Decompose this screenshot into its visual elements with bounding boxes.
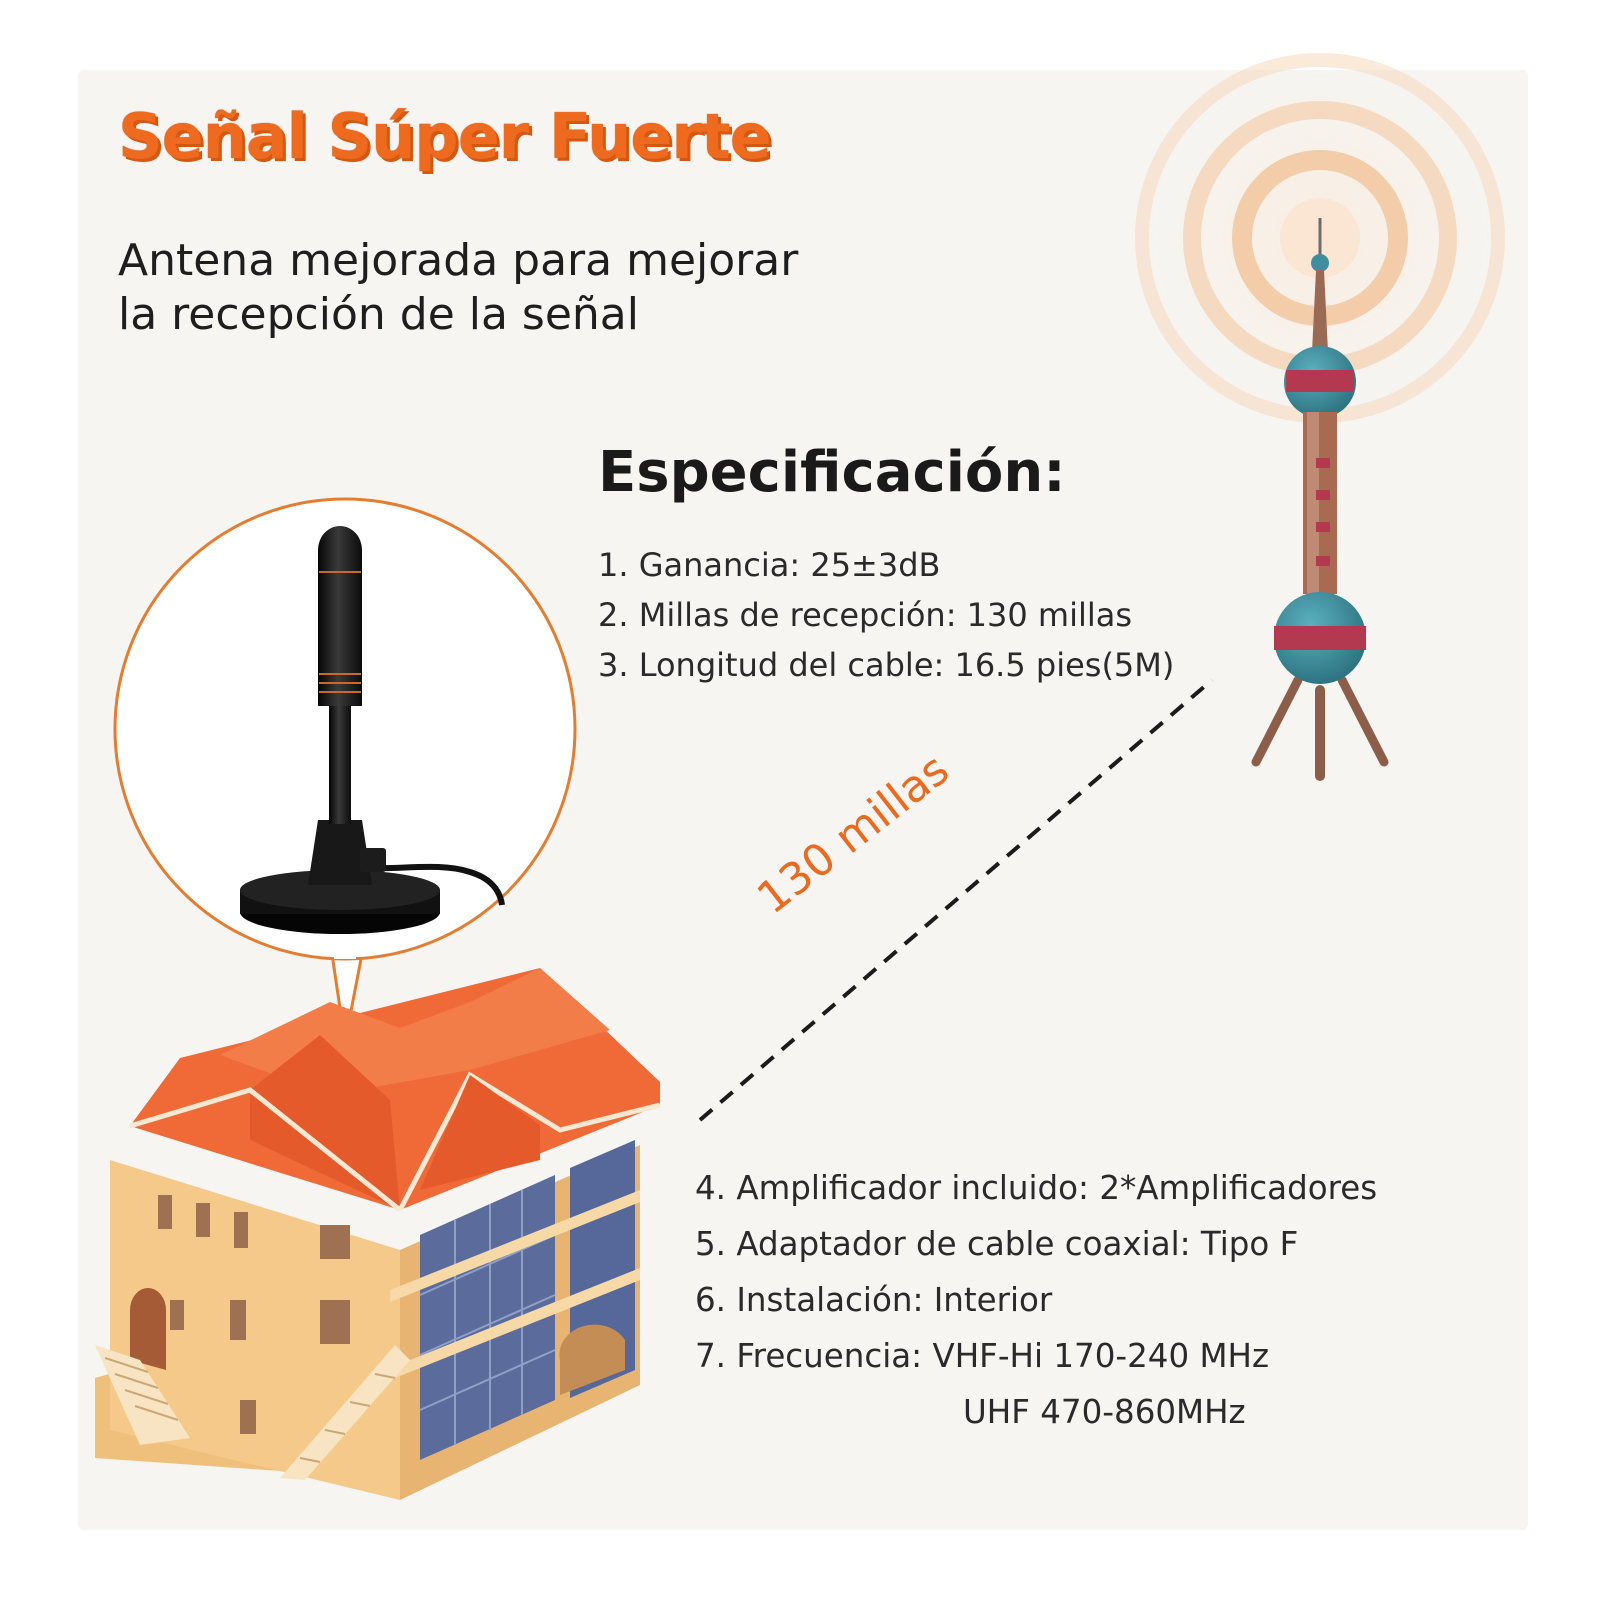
spec-item-frequency-uhf: UHF 470-860MHz: [695, 1384, 1377, 1440]
house-illustration: [95, 968, 661, 1500]
spec-item-frequency: 7. Frecuencia: VHF-Hi 170-240 MHz: [695, 1337, 1270, 1375]
spec-frequency-uhf-text: UHF 470-860MHz: [963, 1393, 1246, 1431]
spec-list-top: 1. Ganancia: 25±3dB 2. Millas de recepci…: [598, 540, 1174, 690]
broadcast-tower-icon: [1251, 218, 1389, 781]
subtitle-line-2: la recepción de la señal: [118, 289, 639, 340]
spec-item-gain: 1. Ganancia: 25±3dB: [598, 546, 941, 584]
spec-heading: Especificación:: [598, 440, 1066, 505]
spec-item-coax-adapter: 5. Adaptador de cable coaxial: Tipo F: [695, 1225, 1299, 1263]
spec-item-installation: 6. Instalación: Interior: [695, 1281, 1053, 1319]
tv-antenna-icon: [240, 526, 505, 934]
spec-item-amplifier: 4. Amplificador incluido: 2*Amplificador…: [695, 1169, 1378, 1207]
subtitle: Antena mejorada para mejorar la recepció…: [118, 234, 798, 342]
spec-item-cable-length: 3. Longitud del cable: 16.5 pies(5M): [598, 646, 1175, 684]
distance-line: [698, 678, 1214, 1122]
subtitle-line-1: Antena mejorada para mejorar: [118, 235, 799, 286]
spec-list-bottom: 4. Amplificador incluido: 2*Amplificador…: [695, 1160, 1377, 1440]
page-title: Señal Súper Fuerte: [118, 100, 772, 173]
spec-item-range: 2. Millas de recepción: 130 millas: [598, 596, 1133, 634]
